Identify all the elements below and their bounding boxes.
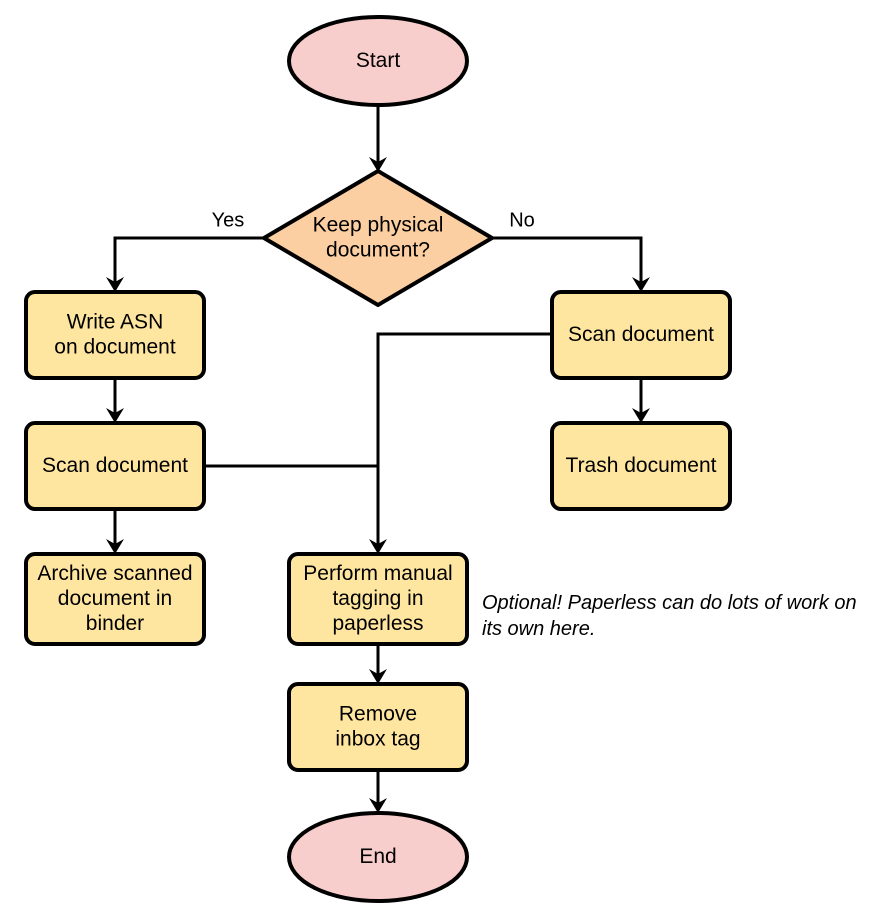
- edge-tagging-to-remove-inbox-tag: [369, 644, 387, 684]
- arrowhead-icon: [632, 277, 650, 292]
- node-trash-document[interactable]: Trash document: [550, 421, 732, 511]
- edge-scan-document-left-to-archive: [106, 509, 124, 554]
- process-shape[interactable]: [24, 290, 206, 380]
- arrowhead-icon: [369, 539, 387, 554]
- annotation-optional-note: Optional! Paperless can do lots of work …: [482, 592, 857, 640]
- arrowhead-icon: [369, 669, 387, 684]
- node-start[interactable]: Start: [287, 15, 469, 107]
- node-label: Scan document: [42, 454, 188, 477]
- process-shape[interactable]: [24, 552, 206, 646]
- arrowhead-icon: [369, 798, 387, 813]
- edge-start-to-decision: [369, 106, 387, 172]
- arrowhead-icon: [632, 408, 650, 423]
- process-shape[interactable]: [24, 421, 206, 511]
- edge-line: [113, 236, 264, 286]
- process-shape[interactable]: [550, 290, 732, 380]
- arrowhead-icon: [106, 408, 124, 423]
- arrowhead-icon: [106, 277, 124, 292]
- edge-label-decision-yes-to-write-asn: Yes: [212, 209, 245, 231]
- node-label: End: [359, 845, 396, 868]
- terminator-shape[interactable]: [287, 15, 469, 107]
- edge-label-decision-no-to-scan-document-right: No: [509, 209, 535, 231]
- arrowhead-icon: [369, 157, 387, 172]
- edge-line: [376, 332, 552, 548]
- node-label: Scan document: [568, 323, 714, 346]
- annotations-layer: Optional! Paperless can do lots of work …: [482, 592, 857, 640]
- node-label: Start: [356, 49, 401, 72]
- edge-scan-document-right-to-tagging: [369, 332, 552, 554]
- edge-scan-document-right-to-trash: [632, 378, 650, 423]
- arrowhead-icon: [106, 539, 124, 554]
- node-label: Trash document: [566, 454, 717, 477]
- terminator-shape[interactable]: [287, 811, 469, 903]
- edge-line: [492, 236, 643, 286]
- process-shape[interactable]: [287, 552, 469, 646]
- node-scan-document-left[interactable]: Scan document: [24, 421, 206, 511]
- decision-shape[interactable]: [262, 169, 494, 307]
- edge-write-asn-to-scan-document-left: [106, 378, 124, 423]
- node-end[interactable]: End: [287, 811, 469, 903]
- edge-remove-inbox-tag-to-end: [369, 770, 387, 813]
- edge-decision-yes-to-write-asn: Yes: [106, 209, 264, 292]
- edges-layer: Yes No: [106, 106, 650, 813]
- edge-decision-no-to-scan-document-right: No: [492, 209, 650, 292]
- process-shape[interactable]: [287, 682, 469, 772]
- node-scan-document-right[interactable]: Scan document: [550, 290, 732, 380]
- process-shape[interactable]: [550, 421, 732, 511]
